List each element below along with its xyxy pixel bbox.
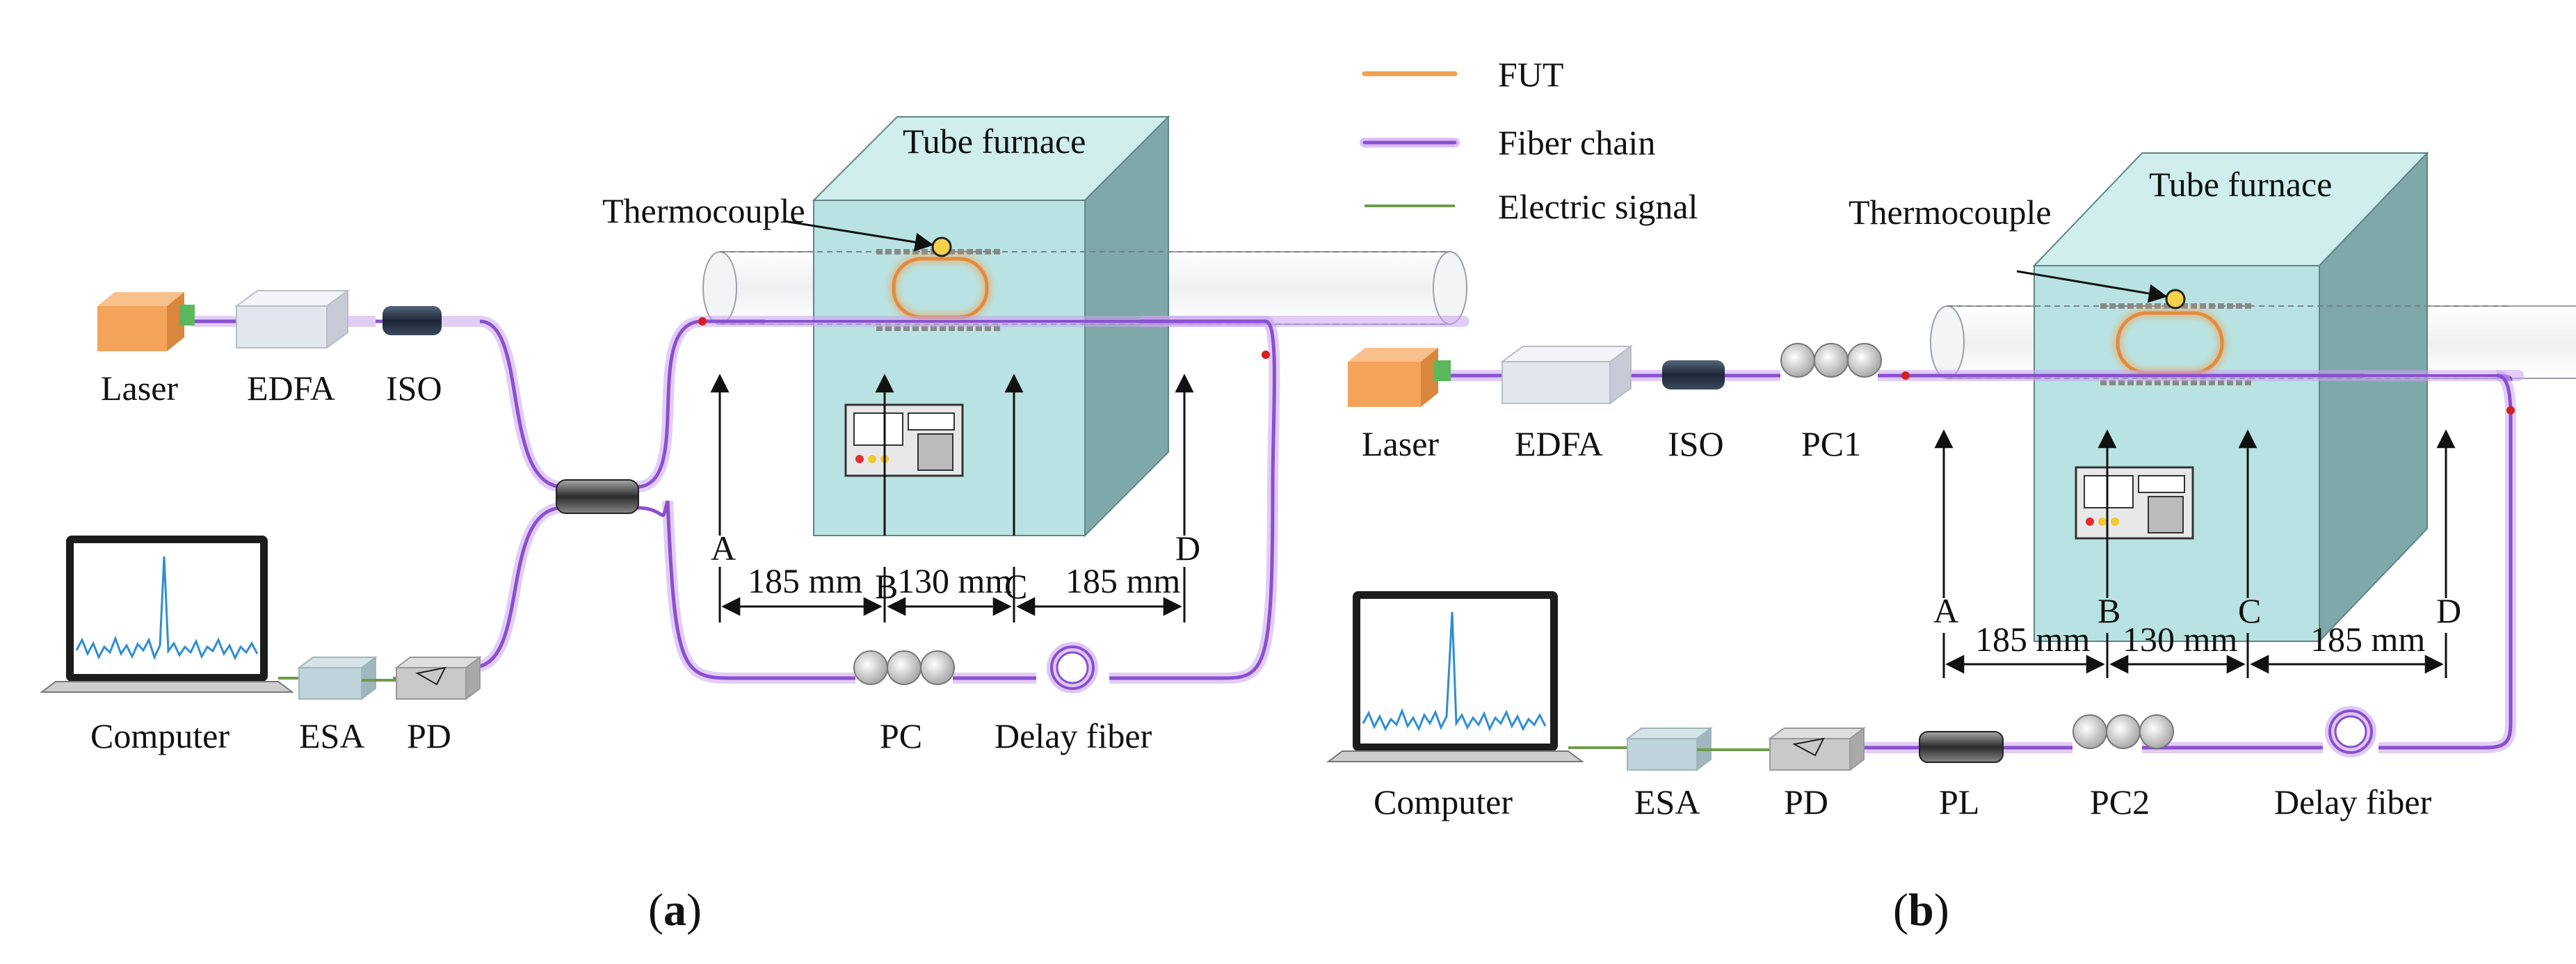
edfa-b xyxy=(1499,345,1634,405)
dimension-lines-b xyxy=(1942,633,2447,678)
delay-fiber-coil-b xyxy=(2325,706,2376,757)
pc-label: PC xyxy=(880,716,922,755)
pd-label: PD xyxy=(407,716,451,755)
laser-b xyxy=(1348,348,1451,407)
point-b-label: B xyxy=(2098,591,2120,630)
polarization-controller-a xyxy=(853,650,955,685)
edfa-label: EDFA xyxy=(247,369,335,408)
splice-point xyxy=(1901,371,1910,380)
furnace-label: Tube furnace xyxy=(2149,165,2332,204)
distance-bc-label: 130 mm xyxy=(897,561,1012,600)
fiber-chain-b xyxy=(1450,370,2524,753)
pd-a xyxy=(394,656,482,700)
point-d-label: D xyxy=(2436,591,2461,630)
thermocouple-sensor xyxy=(2165,289,2186,310)
computer-label: Computer xyxy=(90,716,230,755)
laser-label: Laser xyxy=(1362,424,1439,463)
fiber-coupler xyxy=(556,479,639,514)
thermocouple-label: Thermocouple xyxy=(1849,193,2052,232)
pd-b xyxy=(1768,727,1866,771)
thermocouple-label: Thermocouple xyxy=(602,191,805,230)
legend: FUT Fiber chain Electric signal xyxy=(1360,55,1698,226)
delay-fiber-coil-a xyxy=(1047,642,1098,693)
tube-furnace: Tube furnace xyxy=(2032,151,2429,643)
fiber-chain-a xyxy=(188,315,1470,684)
iso-label: ISO xyxy=(1668,424,1724,463)
temperature-controller xyxy=(2075,466,2194,540)
iso-label: ISO xyxy=(386,369,442,408)
position-arrows-a xyxy=(710,373,1194,536)
temperature-controller xyxy=(844,403,964,477)
polarizer xyxy=(1919,731,2004,763)
laser-label: Laser xyxy=(101,369,178,408)
distance-ab-label: 185 mm xyxy=(748,561,862,600)
distance-cd-label: 185 mm xyxy=(1065,561,1180,600)
distance-bc-label: 130 mm xyxy=(2123,620,2237,659)
position-arrows-b xyxy=(1934,429,2456,598)
esa-label: ESA xyxy=(299,716,364,755)
delay-fiber-label: Delay fiber xyxy=(995,716,1152,755)
point-a-label: A xyxy=(711,529,736,568)
point-a-label: A xyxy=(1933,591,1958,630)
point-c-label: C xyxy=(2238,591,2261,630)
thermocouple-sensor xyxy=(931,236,952,257)
edfa-a xyxy=(234,289,351,349)
pc1-label: PC1 xyxy=(1801,424,1861,463)
computer-label: Computer xyxy=(1374,782,1513,821)
caption-b: (b) xyxy=(1893,885,1949,935)
fiber-coil-windings xyxy=(876,249,1001,331)
panel-a: Tube furnace Thermocouple xyxy=(40,115,1470,935)
edfa-label: EDFA xyxy=(1515,424,1603,463)
legend-fut-label: FUT xyxy=(1498,55,1563,94)
esa-label: ESA xyxy=(1634,782,1700,821)
legend-fiber-label: Fiber chain xyxy=(1498,123,1655,162)
point-b-label: B xyxy=(875,567,898,606)
splice-point xyxy=(1262,351,1270,359)
furnace-label: Tube furnace xyxy=(903,122,1086,161)
computer-a xyxy=(40,536,294,693)
panel-b: Tube furnace Thermocouple xyxy=(1326,151,2576,935)
dimension-lines-a xyxy=(718,567,1186,622)
distance-ab-label: 185 mm xyxy=(1975,620,2090,659)
tube-furnace: Tube furnace xyxy=(812,115,1170,538)
pc2-label: PC2 xyxy=(2090,782,2150,821)
point-d-label: D xyxy=(1175,529,1200,568)
splice-point xyxy=(2506,406,2515,415)
pl-label: PL xyxy=(1939,782,1979,821)
caption-a: (a) xyxy=(648,885,702,935)
distance-cd-label: 185 mm xyxy=(2310,620,2425,659)
laser-a xyxy=(97,292,195,351)
computer-b xyxy=(1326,591,1584,762)
isolator-b xyxy=(1662,360,1725,389)
polarization-controller-2 xyxy=(2072,714,2174,749)
splice-point xyxy=(698,317,707,326)
pd-label: PD xyxy=(1784,782,1828,821)
delay-fiber-label: Delay fiber xyxy=(2274,782,2432,821)
esa-a xyxy=(297,656,378,700)
polarization-controller-1 xyxy=(1780,343,1882,378)
legend-electric-label: Electric signal xyxy=(1498,187,1698,226)
isolator-a xyxy=(383,306,442,335)
